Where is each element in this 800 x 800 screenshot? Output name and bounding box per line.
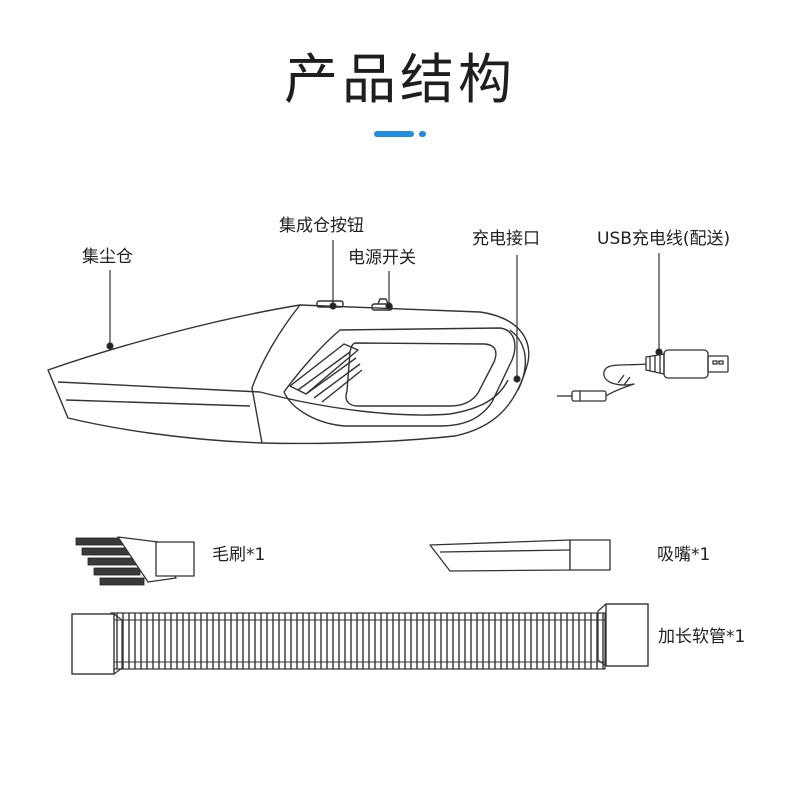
label-bin-button: 集成仓按钮 <box>279 216 364 236</box>
callout-leaders <box>106 240 663 383</box>
label-hose: 加长软管*1 <box>658 627 746 647</box>
label-brush: 毛刷*1 <box>212 545 266 565</box>
usb-plug-head <box>707 355 729 373</box>
page-title: 产品结构 <box>284 48 516 111</box>
label-power-switch: 电源开关 <box>348 248 416 268</box>
nozzle-illustration <box>429 539 611 572</box>
dc-connector <box>571 390 607 402</box>
hose-cuff-left <box>71 613 115 675</box>
label-usb-cable: USB充电线(配送) <box>597 229 731 249</box>
cable-wire <box>603 363 647 397</box>
label-charging-port: 充电接口 <box>472 229 540 249</box>
label-dust-bin: 集尘仓 <box>82 247 133 267</box>
usb-plug-body <box>663 349 709 379</box>
handle-window <box>345 342 497 407</box>
hose-illustration <box>71 603 649 675</box>
brush-illustration <box>75 536 195 586</box>
title-underline-bar <box>374 131 414 137</box>
vacuum-cleaner-illustration <box>47 298 530 445</box>
title-underline-dot <box>419 131 426 137</box>
label-nozzle: 吸嘴*1 <box>657 545 711 565</box>
hose-cuff-right <box>605 603 649 667</box>
vacuum-outline <box>47 304 530 445</box>
usb-cable-illustration <box>557 349 729 402</box>
